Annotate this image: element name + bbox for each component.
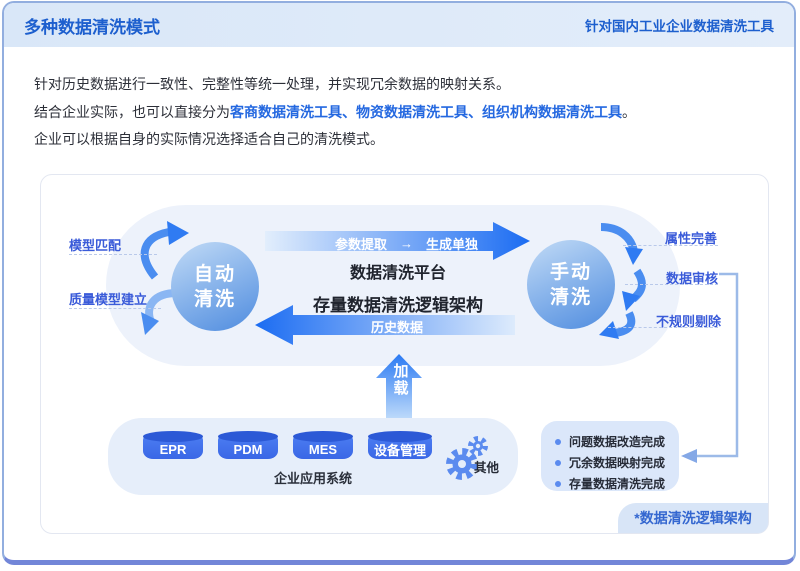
system-cylinder-pdm: PDM: [218, 431, 278, 459]
intro-line-1: 针对历史数据进行一致性、完整性等统一处理，并实现冗余数据的映射关系。: [34, 76, 510, 92]
dashed-underline: [623, 245, 718, 246]
page-header: 多种数据清洗模式 针对国内工业企业数据清洗工具: [4, 3, 794, 47]
manual-clean-line1: 手动: [549, 261, 592, 283]
auto-clean-line2: 清洗: [193, 288, 236, 310]
dashed-underline: [625, 284, 718, 285]
manual-clean-circle: 手动 清洗: [527, 240, 615, 329]
auto-clean-circle: 自动 清洗: [171, 242, 259, 331]
cylinder-label: PDM: [233, 442, 263, 457]
load-label-line1: 加: [393, 363, 409, 380]
label-irregular-removal: 不规则剔除: [656, 314, 722, 329]
load-arrow-label: 加 载: [390, 363, 412, 397]
intro-line-3: 企业可以根据自身的实际情况选择适合自己的清洗模式。: [34, 131, 384, 147]
platform-text: 数据清洗平台 存量数据清洗逻辑架构: [298, 259, 498, 316]
result-item: 存量数据清洗完成: [555, 473, 679, 494]
small-arrow-icon: →: [400, 236, 414, 251]
bullet-dot-icon: [555, 480, 561, 487]
top-arrow-labels: 参数提取 → 生成单独: [335, 234, 478, 253]
cylinder-label: MES: [308, 442, 338, 457]
result-item-label: 冗余数据映射完成: [569, 456, 666, 470]
top-arrow-step1: 参数提取: [335, 237, 388, 252]
other-systems-label: 其他: [474, 461, 500, 475]
label-attribute-complete: 属性完善: [665, 231, 718, 246]
dashed-underline: [69, 254, 157, 255]
result-item-label: 问题数据改造完成: [569, 435, 666, 449]
systems-caption: 企业应用系统: [273, 471, 352, 486]
label-data-review: 数据审核: [666, 271, 719, 286]
page-title: 多种数据清洗模式: [24, 17, 160, 37]
result-item: 问题数据改造完成: [555, 431, 679, 452]
result-item: 冗余数据映射完成: [555, 452, 679, 473]
intro-line-2: 结合企业实际，也可以直接分为客商数据清洗工具、物资数据清洗工具、组织机构数据清洗…: [34, 103, 636, 120]
manual-clean-line2: 清洗: [549, 286, 592, 308]
label-model-match: 模型匹配: [69, 238, 122, 253]
bullet-dot-icon: [555, 438, 561, 445]
bottom-arrow-label: 历史数据: [371, 320, 424, 335]
result-item-label: 存量数据清洗完成: [569, 477, 666, 491]
page-subtitle: 针对国内工业企业数据清洗工具: [585, 19, 774, 34]
dashed-underline: [608, 327, 718, 328]
platform-title: 数据清洗平台: [349, 265, 446, 282]
intro-line-2-suffix: 。: [622, 103, 636, 120]
diagram-panel: 问题数据改造完成 冗余数据映射完成 存量数据清洗完成 *数据清洗逻辑架构: [40, 174, 769, 534]
intro-line-2-prefix: 结合企业实际，也可以直接分为: [34, 103, 230, 120]
system-cylinder-mes: MES: [293, 431, 353, 459]
review-connector-line: [681, 272, 739, 463]
footer-tag: *数据清洗逻辑架构: [618, 503, 768, 533]
load-label-line2: 载: [393, 380, 409, 397]
intro-text: 针对历史数据进行一致性、完整性等统一处理，并实现冗余数据的映射关系。 结合企业实…: [34, 77, 636, 160]
dashed-underline: [69, 308, 161, 309]
platform-subtitle: 存量数据清洗逻辑架构: [313, 296, 483, 315]
highlighted-tools-text: 客商数据清洗工具、物资数据清洗工具、组织机构数据清洗工具: [230, 103, 622, 120]
system-cylinder-epr: EPR: [143, 431, 203, 459]
auto-clean-line1: 自动: [193, 263, 236, 285]
top-arrow-step2: 生成单独: [426, 237, 479, 252]
cylinder-label: EPR: [159, 442, 187, 457]
cylinder-label: 设备管理: [373, 443, 426, 458]
bullet-dot-icon: [555, 459, 561, 466]
label-quality-model: 质量模型建立: [69, 292, 148, 307]
system-cylinder-device: 设备管理: [368, 431, 432, 459]
results-box: 问题数据改造完成 冗余数据映射完成 存量数据清洗完成: [541, 421, 679, 491]
